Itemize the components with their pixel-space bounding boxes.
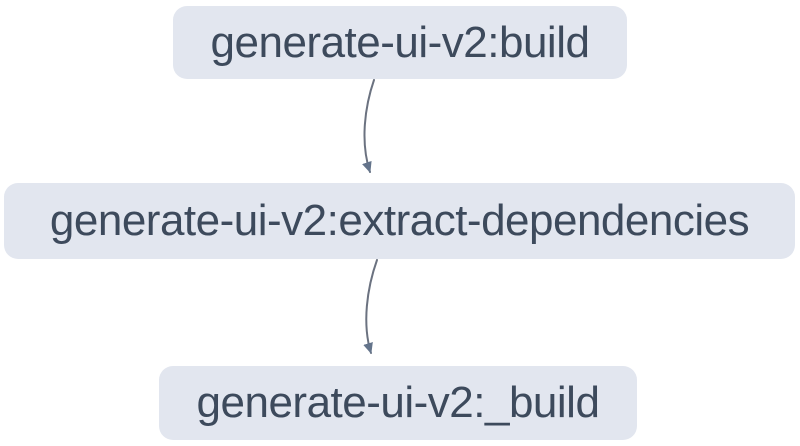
edge-extract-dependencies-to-underscore-build-arrow: [363, 259, 378, 354]
node-generate-ui-v2-build: generate-ui-v2:build: [173, 6, 627, 79]
node-generate-ui-v2-underscore-build-label: generate-ui-v2:_build: [196, 378, 600, 427]
node-generate-ui-v2-extract-dependencies-label: generate-ui-v2:extract-dependencies: [49, 196, 750, 245]
node-generate-ui-v2-underscore-build: generate-ui-v2:_build: [159, 366, 637, 440]
node-generate-ui-v2-extract-dependencies: generate-ui-v2:extract-dependencies: [4, 183, 795, 259]
edge-build-to-extract-dependencies-arrow: [362, 79, 375, 173]
node-generate-ui-v2-build-label: generate-ui-v2:build: [210, 17, 590, 67]
